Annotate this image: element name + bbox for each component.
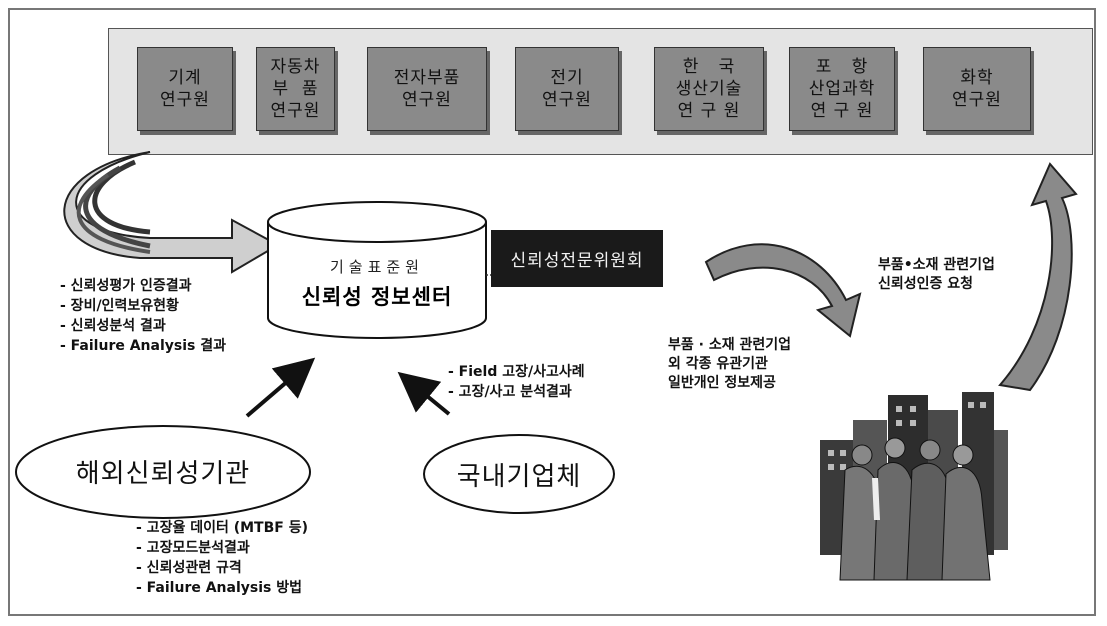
institute-box-electric: 전기 연구원 [515, 47, 619, 131]
domestic-items-list: - Field 고장/사고사례 - 고장/사고 분석결과 [448, 362, 585, 402]
domestic-oval [423, 434, 615, 514]
list-item: - 고장율 데이터 (MTBF 등) [136, 520, 308, 536]
diagram-frame [8, 8, 1096, 616]
request-curved-arrow [998, 162, 1078, 392]
institute-box-auto-parts: 자동차 부 품 연구원 [256, 47, 335, 131]
institute-box-industrial-tech: 한 국 생산기술 연 구 원 [654, 47, 764, 131]
domestic-oval-label: 국내기업체 [456, 462, 582, 492]
list-item: - 신뢰성분석 결과 [60, 318, 166, 334]
provider-curved-arrow [704, 243, 862, 338]
center-name-label: 신뢰성 정보센터 [301, 285, 453, 309]
city-people-illustration [820, 392, 1008, 581]
institute-box-electronics: 전자부품 연구원 [367, 47, 487, 131]
list-item: - 신뢰성평가 인증결과 [60, 278, 192, 294]
inflow-curved-arrow [63, 151, 281, 274]
list-item: - 고장모드분석결과 [136, 540, 250, 556]
domestic-arrow [397, 371, 451, 416]
institute-box-machinery: 기계 연구원 [137, 47, 233, 131]
info-center-cylinder [267, 201, 487, 339]
provider-note: 부품 · 소재 관련기업 외 각종 유관기관 일반개인 정보제공 [668, 337, 791, 391]
center-outputs-list: - 신뢰성평가 인증결과 - 장비/인력보유현황 - 신뢰성분석 결과 - Fa… [60, 276, 226, 356]
overseas-oval [15, 425, 311, 519]
list-item: - Failure Analysis 방법 [136, 580, 302, 596]
institute-box-chemical: 화학 연구원 [923, 47, 1031, 131]
center-org-label: 기술표준원 [329, 258, 424, 276]
research-institutes-panel: 기계 연구원 자동차 부 품 연구원 전자부품 연구원 전기 연구원 한 국 생… [108, 28, 1093, 155]
list-item: - 장비/인력보유현황 [60, 298, 179, 314]
list-item: - 신뢰성관련 규격 [136, 560, 242, 576]
overseas-items-list: - 고장율 데이터 (MTBF 등) - 고장모드분석결과 - 신뢰성관련 규격… [136, 518, 308, 598]
institute-box-pohang: 포 항 산업과학 연 구 원 [789, 47, 895, 131]
list-item: - 고장/사고 분석결과 [448, 384, 572, 400]
overseas-oval-label: 해외신뢰성기관 [75, 459, 251, 489]
request-note: 부품•소재 관련기업 신뢰성인증 요청 [878, 257, 995, 292]
list-item: - Failure Analysis 결과 [60, 338, 226, 354]
list-item: - Field 고장/사고사례 [448, 364, 585, 380]
reliability-committee-box: 신뢰성전문위원회 [491, 230, 663, 287]
overseas-arrow [245, 357, 316, 418]
